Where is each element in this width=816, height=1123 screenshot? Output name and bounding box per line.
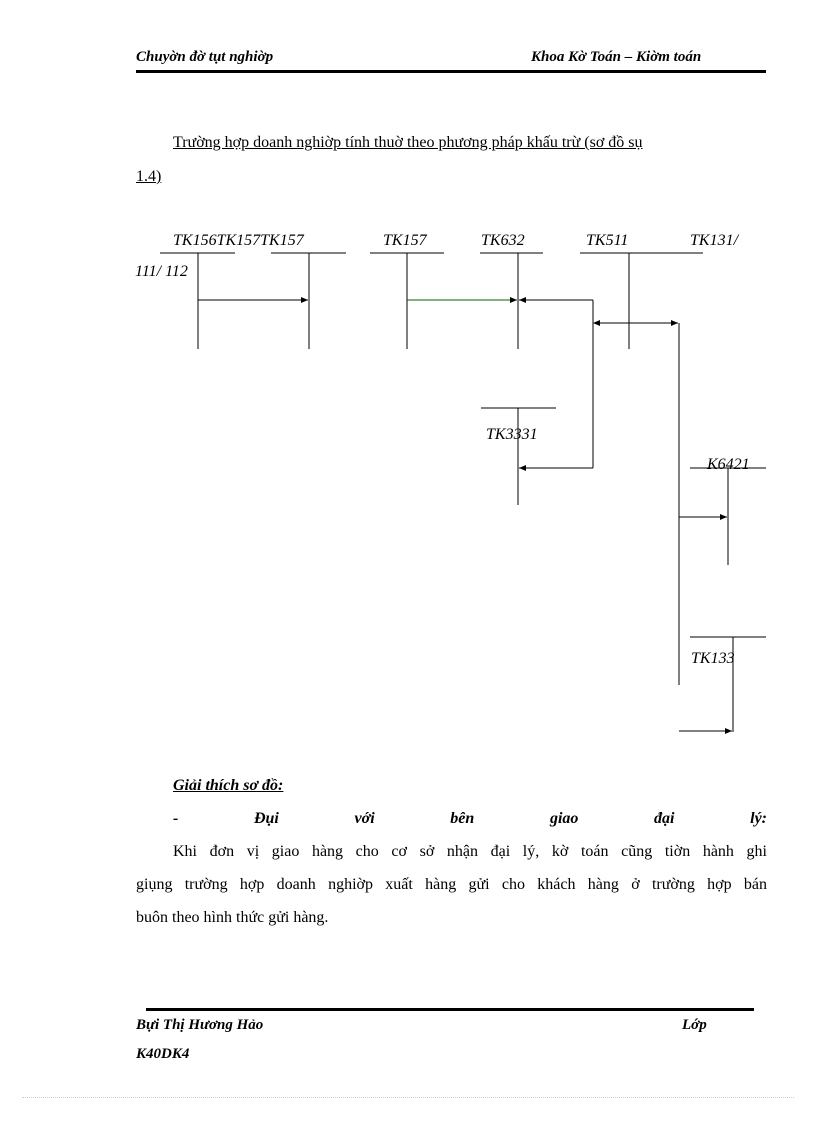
subheading-word: - [173,810,179,827]
header-right: Khoa Kờ Toán – Kiờm toán [531,49,702,65]
intro-line-1: Trường hợp doanh nghiờp tính thuờ theo p… [173,134,643,151]
footer-rule [146,1008,754,1011]
footer-class-label: Lớp [682,1017,707,1033]
account-label: TK3331 [486,426,538,443]
header-left: Chuyờn đờ tụt nghiờp [136,49,274,65]
header-rule [136,70,766,73]
account-label: TK133 [691,650,735,667]
intro-line-2: 1.4) [136,168,162,185]
page-edge-divider [22,1097,794,1098]
paragraph-line-2: giụng trường hợp doanh nghiờp xuất hàng … [136,876,767,893]
account-label: TK131/ [690,232,739,249]
subheading-word: lý: [750,810,767,827]
explanation-subheading: - Đụi với bên giao đại lý: [173,810,767,828]
footer-author: Bựi Thị Hương Hảo [136,1017,264,1033]
subheading-word: Đụi [253,810,279,827]
subheading-word: giao [549,810,579,827]
subheading-word: đại [654,810,675,827]
account-label: 111/ 112 [135,263,188,280]
account-label: TK632 [481,232,525,249]
account-label: TK511 [586,232,629,249]
subheading-word: bên [450,810,475,827]
footer-class-value: K40DK4 [136,1046,190,1062]
account-label: TK156TK157TK157 [173,232,304,249]
paragraph-line-1: Khi đơn vị giao hàng cho cơ sở nhận đại … [173,843,767,860]
subheading-word: với [354,810,375,827]
explanation-heading: Giải thích sơ đồ: [173,777,284,794]
paragraph-line-3: buôn theo hình thức gửi hàng. [136,909,329,926]
account-label: K6421 [707,456,750,473]
account-label: TK157 [383,232,427,249]
